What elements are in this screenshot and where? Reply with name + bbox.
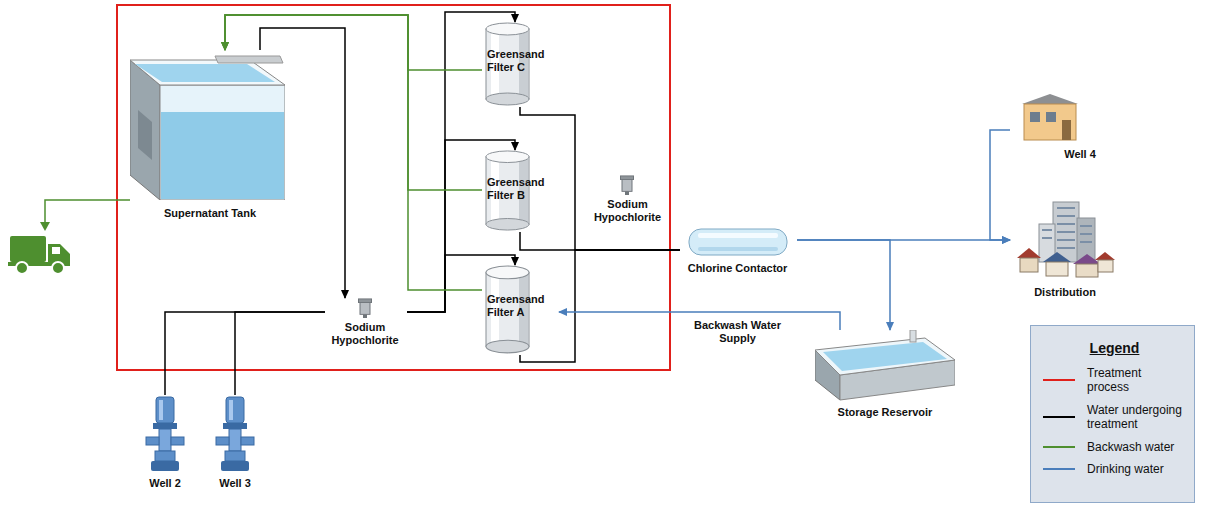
truck-arrowhead xyxy=(40,222,50,231)
well-pump-node: Well 3 xyxy=(205,395,267,500)
filter-node: Greensand Filter C xyxy=(482,22,559,107)
pump-icon xyxy=(215,395,255,473)
res-icon xyxy=(815,330,955,402)
house-icon xyxy=(1020,92,1080,142)
legend-line-sample xyxy=(1043,464,1075,474)
chemical-feed-node: Sodium Hypochlorite xyxy=(325,298,407,358)
legend-label: Drinking water xyxy=(1087,462,1183,476)
flow-connector xyxy=(990,130,1010,240)
contactor-node: Chlorine Contactor xyxy=(680,225,797,283)
legend-heading: Legend xyxy=(1043,340,1186,356)
well-pump-node: Well 2 xyxy=(135,395,197,500)
node-label: Supernatant Tank xyxy=(130,207,290,220)
distribution-node: Distribution xyxy=(1010,200,1122,305)
legend-label: Treatment process xyxy=(1087,366,1183,395)
legend-label: Backwash water xyxy=(1087,440,1183,454)
node-label: Storage Reservoir xyxy=(815,406,955,419)
node-label: Well 3 xyxy=(205,477,265,490)
node-label: Chlorine Contactor xyxy=(680,262,795,275)
node-label: Well 4 xyxy=(1050,148,1110,161)
legend-label: Water undergoing treatment xyxy=(1087,403,1183,432)
node-label: Distribution xyxy=(1010,286,1120,299)
legend-box: LegendTreatment processWater undergoing … xyxy=(1030,325,1195,503)
flow-connector xyxy=(520,250,680,362)
legend-line-sample xyxy=(1043,412,1075,422)
node-label: Greensand Filter A xyxy=(487,293,557,319)
legend-line-sample xyxy=(1043,375,1075,385)
flow-connector xyxy=(797,240,890,330)
backwash-to-truck-line xyxy=(45,200,130,224)
treatment-boundary xyxy=(117,5,670,370)
node-label: Greensand Filter C xyxy=(487,48,557,74)
node-label: Sodium Hypochlorite xyxy=(585,198,670,224)
flow-connector xyxy=(520,232,680,250)
chemical-feed-node: Sodium Hypochlorite xyxy=(585,175,672,235)
cont-icon xyxy=(688,228,788,256)
edge-label: Backwash Water Supply xyxy=(688,318,787,346)
legend-row: Backwash water xyxy=(1043,440,1186,454)
flow-connector xyxy=(235,312,325,395)
legend-row: Drinking water xyxy=(1043,462,1186,476)
reservoir-node: Storage Reservoir xyxy=(815,330,957,425)
legend-line-sample xyxy=(1043,442,1075,452)
filter-node: Greensand Filter A xyxy=(482,265,559,355)
well-building-node: Well 4 xyxy=(1010,90,1112,168)
node-label: Sodium Hypochlorite xyxy=(325,321,405,347)
legend-row: Treatment process xyxy=(1043,366,1186,395)
filter-node: Greensand Filter B xyxy=(482,150,559,232)
city-icon xyxy=(1015,200,1115,280)
tank-node: Supernatant Tank xyxy=(130,50,292,225)
feed-icon xyxy=(620,175,634,195)
feed-icon xyxy=(358,298,372,318)
node-label: Greensand Filter B xyxy=(487,176,557,202)
legend-row: Water undergoing treatment xyxy=(1043,403,1186,432)
pump-icon xyxy=(145,395,185,473)
truck-icon xyxy=(8,236,70,274)
flow-connector xyxy=(165,312,325,395)
node-label: Well 2 xyxy=(135,477,195,490)
tank-icon xyxy=(130,50,285,200)
